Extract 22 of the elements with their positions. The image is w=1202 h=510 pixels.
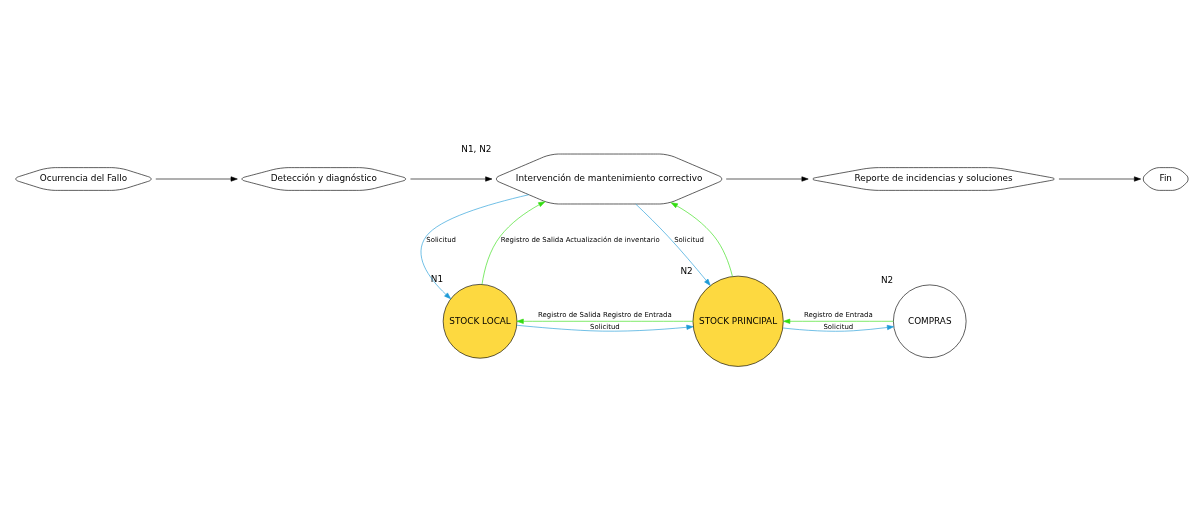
node-ellipse: Reporte de incidencias y soluciones: [812, 166, 1055, 191]
arrow: [725, 175, 809, 182]
arrow: [635, 203, 711, 286]
arrow: [783, 318, 894, 324]
arrow: [516, 324, 694, 331]
arrow: [516, 318, 694, 324]
node-ellipse: Intervención de mantenimiento correctivo: [496, 153, 723, 204]
arrow: [782, 324, 894, 332]
node-ellipse: Detección y diagnóstico: [241, 166, 406, 191]
node-label: N2: [880, 274, 894, 285]
arrow: [1058, 175, 1141, 182]
arrow: [420, 193, 529, 299]
node-label: N1, N2: [461, 143, 492, 154]
node-ellipse: Fin: [1143, 166, 1189, 191]
arrow: [481, 200, 546, 285]
node-ellipse: Ocurrencia del Fallo: [15, 166, 152, 191]
node-label: N1: [430, 273, 444, 284]
arrow: [670, 201, 733, 277]
node-label: N2: [680, 265, 693, 276]
arrow: [155, 175, 238, 182]
node-circle: COMPRAS: [893, 284, 967, 358]
arrow: [410, 175, 493, 182]
